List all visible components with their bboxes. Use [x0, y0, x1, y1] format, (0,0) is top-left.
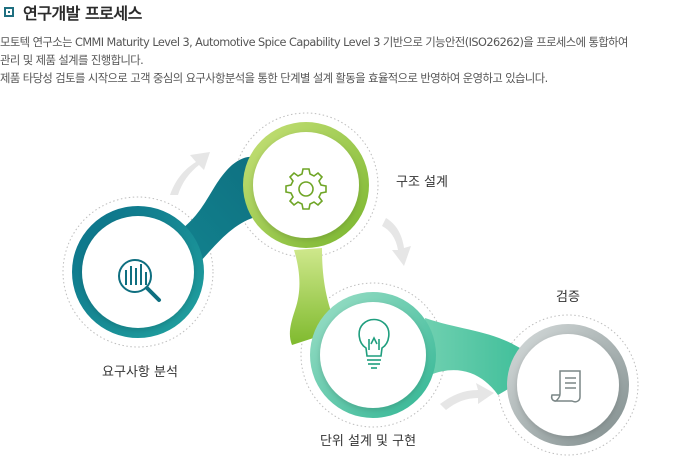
step1-label: 요구사항 분석: [102, 365, 178, 380]
step4-label: 검증: [556, 290, 580, 305]
step2-inner-circle: [253, 132, 359, 238]
step2-label: 구조 설계: [396, 175, 448, 190]
page-title: 연구개발 프로세스: [23, 4, 142, 23]
description-line-1: 모토텍 연구소는 CMMI Maturity Level 3, Automoti…: [0, 36, 628, 49]
flow-arrow-2: [382, 218, 411, 266]
step-unit-design-implementation: [310, 292, 436, 418]
step3-inner-circle: [320, 302, 426, 408]
step3-label: 단위 설계 및 구현: [320, 434, 416, 449]
step-architecture-design: [243, 122, 369, 248]
description: 모토텍 연구소는 CMMI Maturity Level 3, Automoti…: [0, 34, 692, 88]
flow-arrow-3: [440, 383, 494, 410]
section-header: 연구개발 프로세스: [4, 2, 142, 23]
step1-dotted-ring: [62, 196, 214, 348]
description-line-2: 관리 및 제품 설계를 진행합니다.: [0, 54, 144, 67]
connector-3-4: [425, 318, 533, 395]
step4-dotted-ring: [497, 314, 639, 456]
lightbulb-icon: [358, 318, 390, 369]
step-requirements-analysis: [72, 206, 204, 338]
description-line-3: 제품 타당성 검토를 시작으로 고객 중심의 요구사항분석을 통한 단계별 설계…: [0, 72, 548, 85]
flow-arrow-1: [170, 152, 210, 195]
document-icon: [550, 370, 581, 403]
square-bullet-icon: [4, 7, 14, 17]
step4-inner-circle: [517, 334, 619, 436]
gear-icon: [285, 168, 327, 210]
step-verification: [507, 324, 629, 446]
analysis-magnifier-icon: [118, 259, 161, 302]
step1-inner-circle: [82, 216, 194, 328]
